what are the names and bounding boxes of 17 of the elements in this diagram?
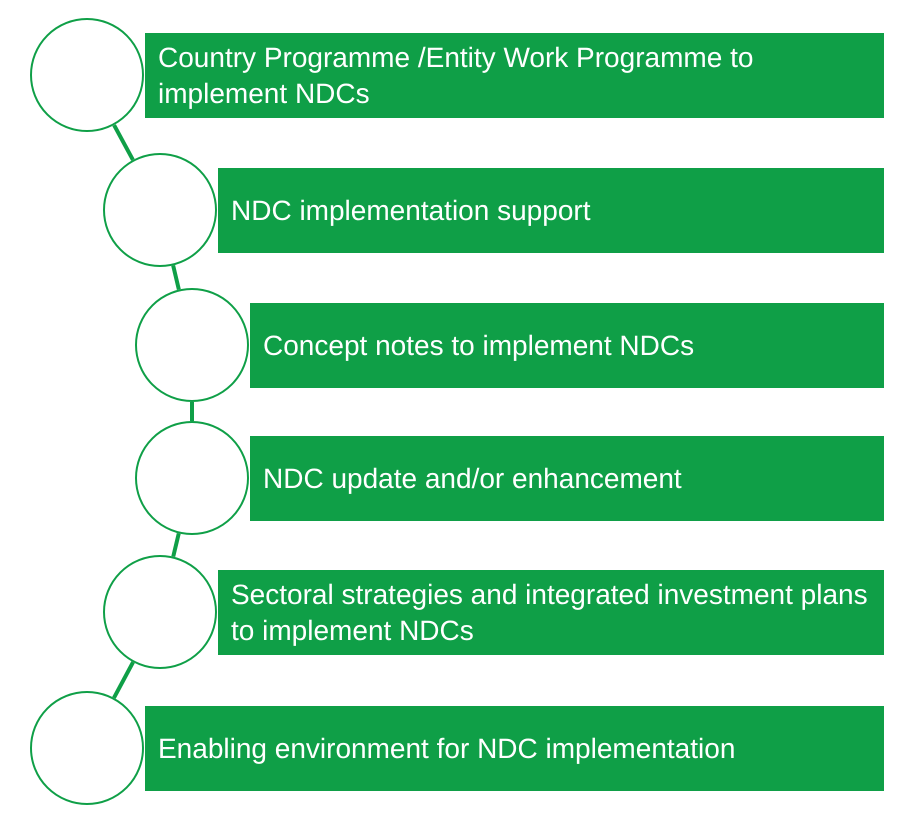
- item-text: Sectoral strategies and integrated investment plans to implement NDCs: [231, 578, 869, 648]
- list-bar: [218, 570, 884, 655]
- item-text: Enabling environment for NDC implementation: [158, 732, 736, 766]
- item-text: Concept notes to implement NDCs: [263, 328, 694, 363]
- item-text: Country Programme /Entity Work Programme to implement NDCs: [158, 40, 754, 111]
- connector-line: [171, 265, 181, 290]
- item-text: NDC implementation support: [231, 194, 590, 228]
- list-bar: [250, 436, 884, 521]
- list-bar: [250, 303, 884, 388]
- list-bar: [145, 706, 884, 791]
- list-bar: [218, 168, 884, 253]
- connector-line: [112, 124, 135, 161]
- item-text: NDC update and/or enhancement: [263, 462, 682, 496]
- connector-line: [190, 402, 194, 421]
- connector-line: [112, 661, 135, 699]
- connector-line: [171, 532, 181, 558]
- list-bar: [145, 33, 884, 118]
